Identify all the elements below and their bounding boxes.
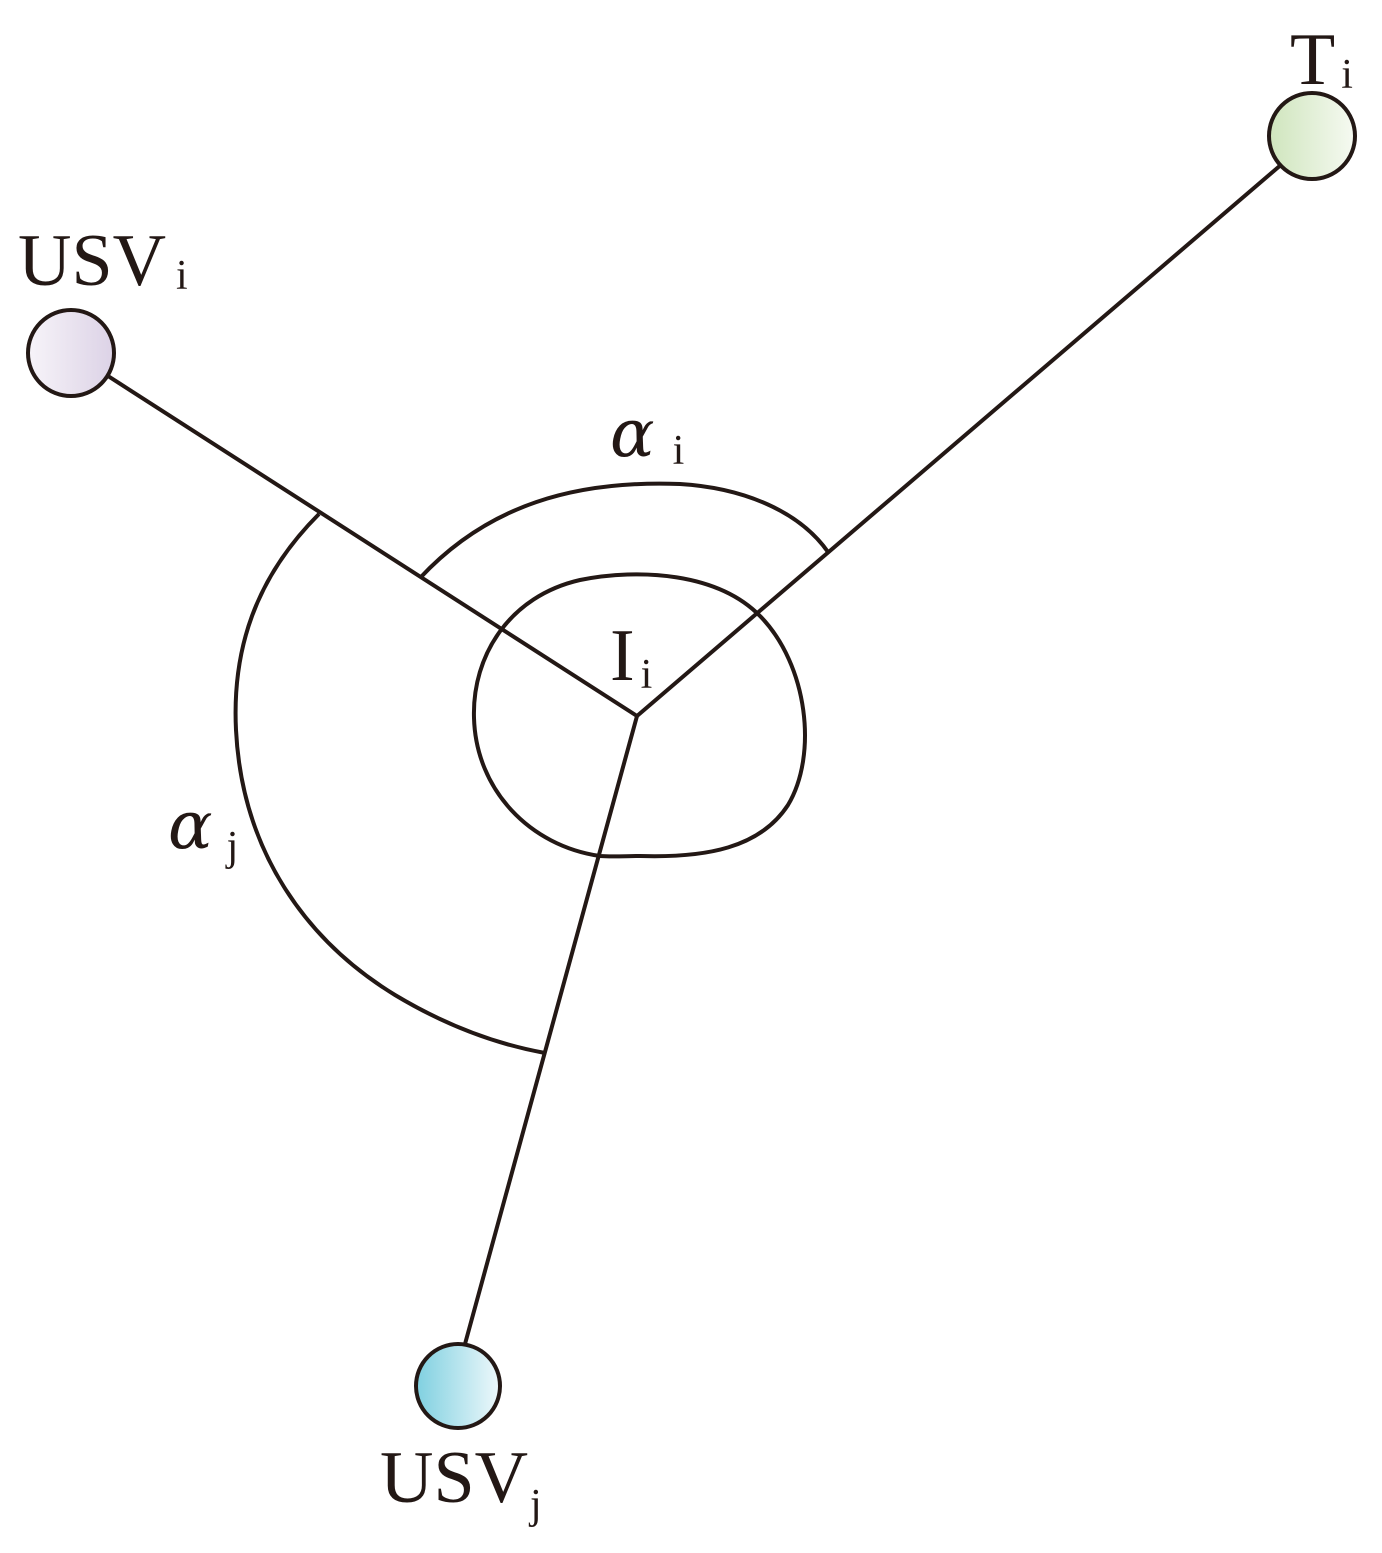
edge-target-to-intersection: [635, 162, 1284, 718]
target-node: [1267, 91, 1357, 181]
edge-intersection-to-usv-j: [463, 715, 639, 1345]
usv-i-node: [26, 308, 116, 398]
angle-arc-alpha-j: [233, 512, 546, 1055]
usv-j-label: USVj: [380, 1437, 542, 1528]
inner-loop-curve: [471, 572, 807, 859]
usv-j-node: [414, 1342, 502, 1430]
edge-usv-i-to-intersection: [106, 374, 639, 718]
angle-arc-alpha-i: [418, 481, 830, 580]
